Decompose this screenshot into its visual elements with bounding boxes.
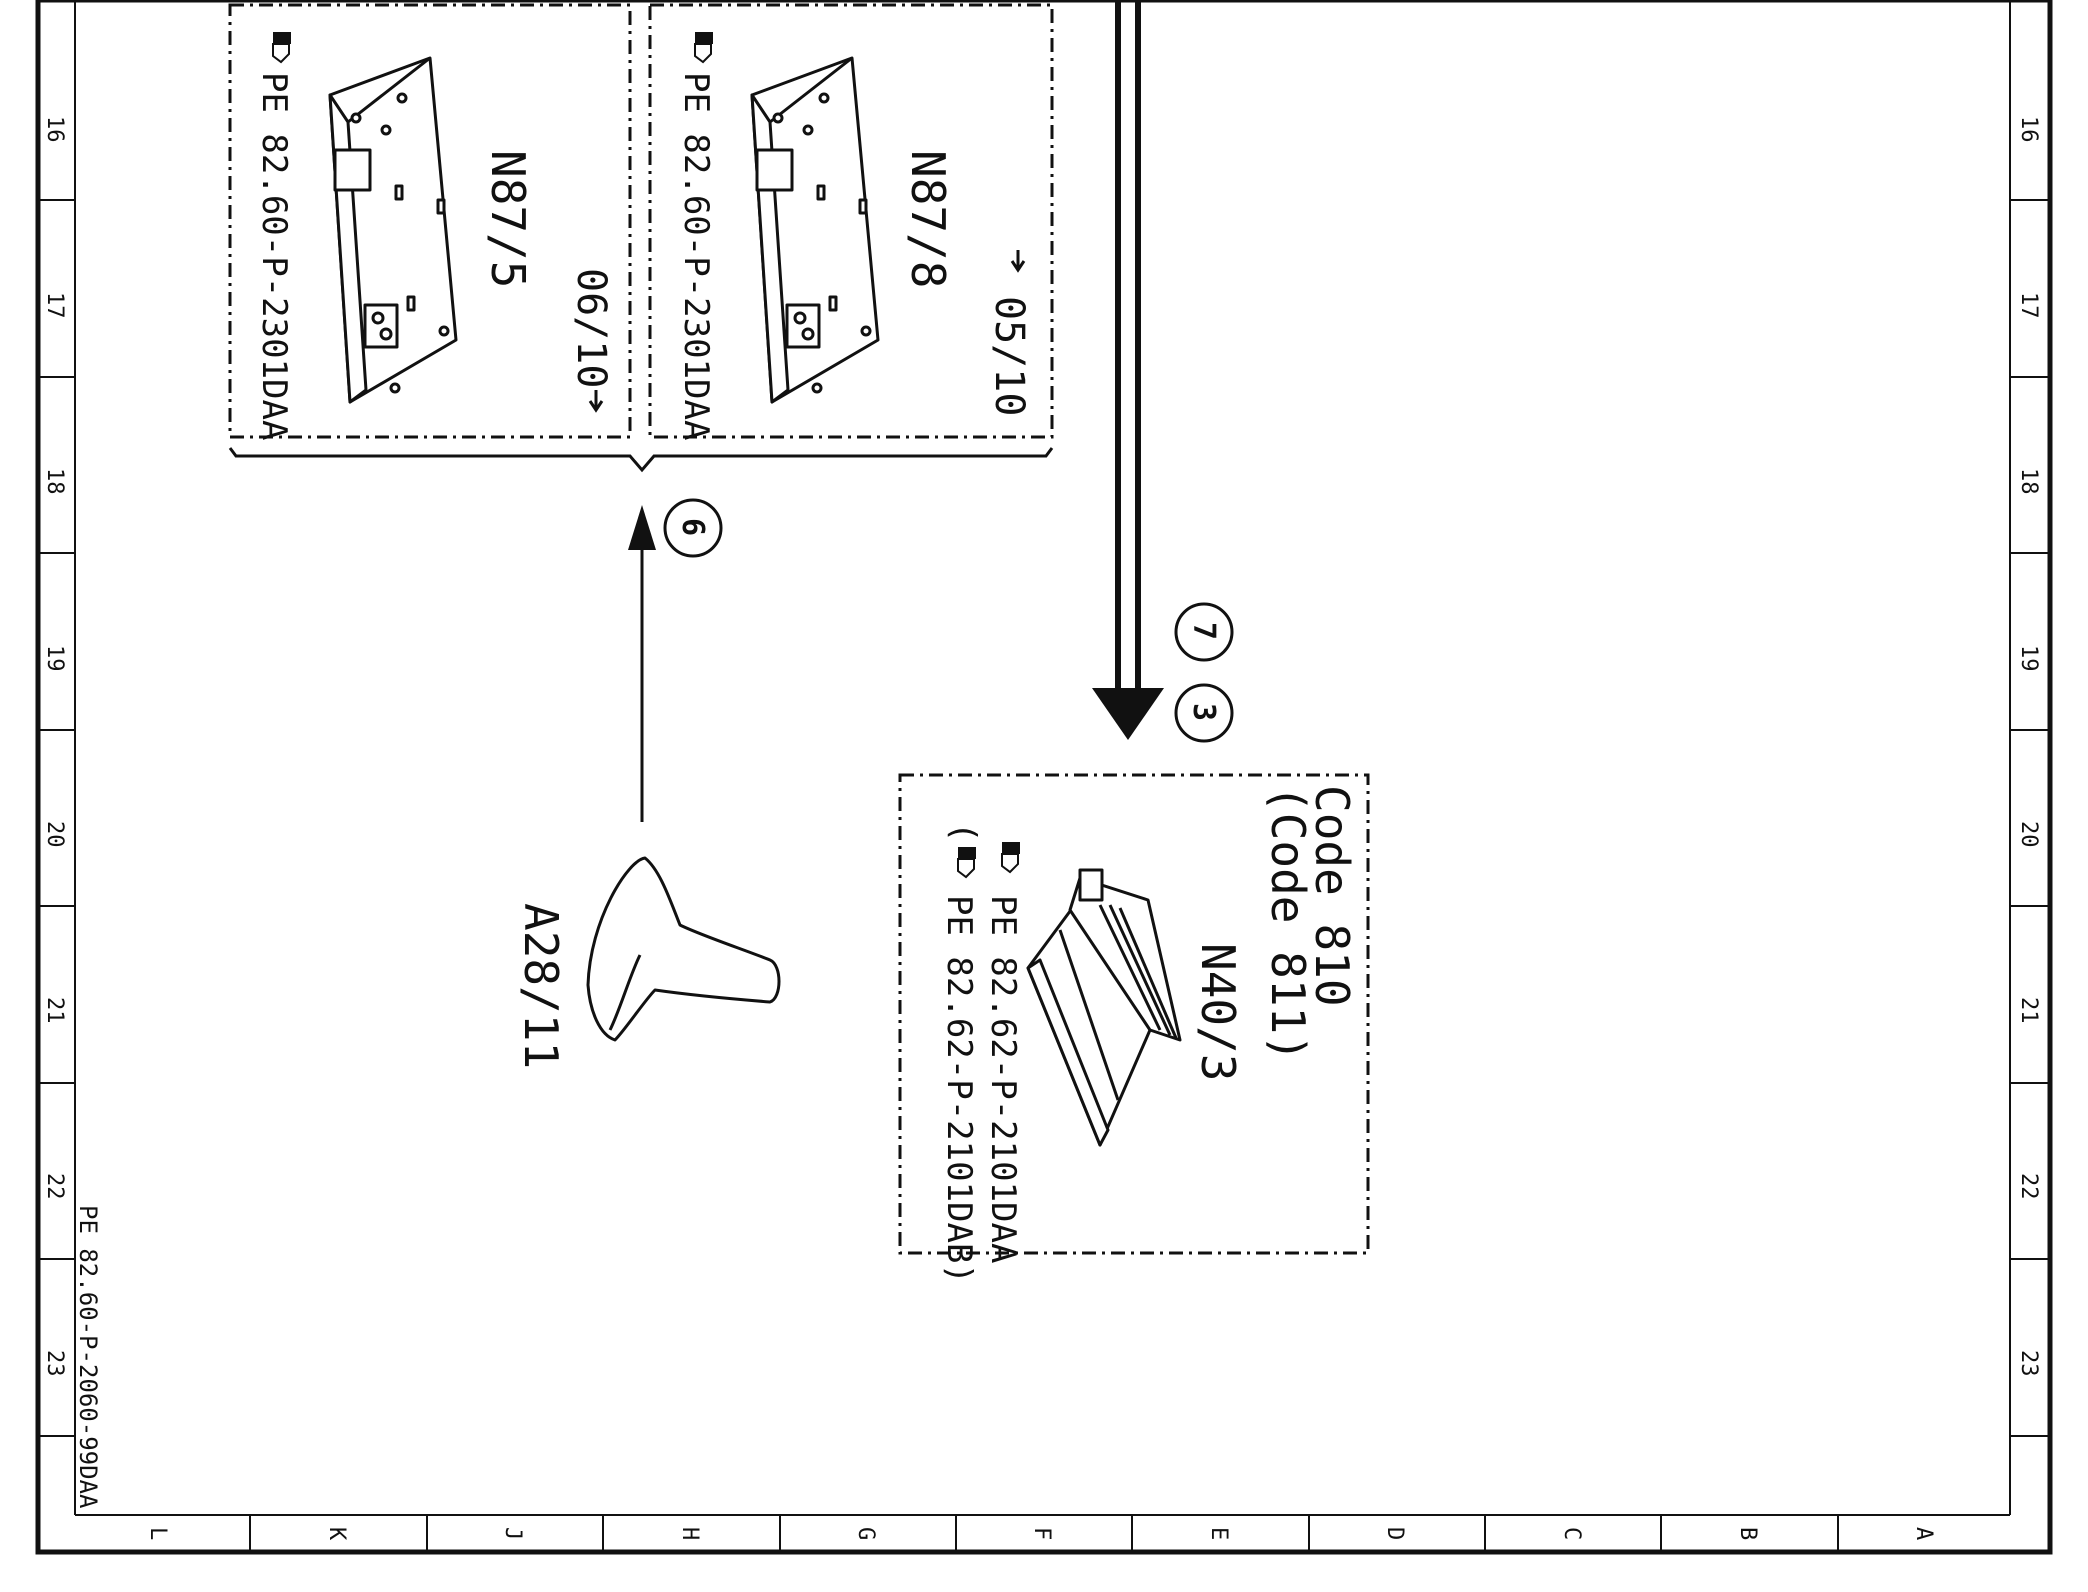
row-label: 18 bbox=[2016, 468, 2041, 495]
reference-icon bbox=[694, 32, 713, 64]
reference-n40-3-alternate: PE 82.62-P-2101DAB) bbox=[939, 895, 979, 1284]
row-label: 23 bbox=[42, 1350, 67, 1377]
column-label: H bbox=[677, 1527, 702, 1540]
column-label: F bbox=[1029, 1527, 1054, 1540]
group-brace bbox=[228, 447, 1054, 473]
arrow-down-icon bbox=[588, 390, 604, 413]
column-label: B bbox=[1735, 1527, 1760, 1540]
row-label: 17 bbox=[2016, 292, 2041, 319]
column-label: L bbox=[145, 1527, 170, 1540]
reference-icon bbox=[957, 847, 976, 879]
callout-3: 3 bbox=[1186, 703, 1221, 721]
label-n87-8: N87/8 bbox=[901, 150, 955, 288]
row-label: 19 bbox=[2016, 645, 2041, 672]
module-drawing-n87-8 bbox=[750, 56, 880, 404]
column-label: J bbox=[500, 1527, 525, 1540]
reference-icon bbox=[1001, 842, 1020, 874]
column-label: K bbox=[324, 1527, 349, 1541]
row-label: 17 bbox=[42, 292, 67, 319]
component-box-n87-8 bbox=[648, 3, 1054, 439]
column-label: A bbox=[1911, 1527, 1936, 1540]
row-label: 19 bbox=[42, 645, 67, 672]
column-label: D bbox=[1382, 1527, 1407, 1540]
label-a28-11: A28/11 bbox=[514, 903, 568, 1069]
row-labels-left: 16 17 18 19 20 21 22 23 bbox=[42, 116, 67, 1377]
antenna-drawing-a28-11 bbox=[586, 856, 781, 1042]
row-label: 16 bbox=[2016, 116, 2041, 143]
row-label: 20 bbox=[42, 821, 67, 848]
callout-circle-7 bbox=[1174, 602, 1234, 662]
code-line-1: Code 810 bbox=[1305, 785, 1359, 1007]
label-n87-5: N87/5 bbox=[481, 150, 535, 288]
callout-circle-3 bbox=[1174, 683, 1234, 743]
control-unit-drawing-n40-3 bbox=[1026, 868, 1182, 1147]
row-label: 23 bbox=[2016, 1350, 2041, 1377]
callout-circle-6 bbox=[663, 498, 723, 558]
row-label: 22 bbox=[42, 1173, 67, 1200]
reference-n87-5: PE 82.60-P-2301DAA bbox=[254, 72, 294, 440]
arrow-down-icon bbox=[1092, 688, 1164, 740]
column-labels: L K J H G F E D C B A bbox=[145, 1527, 1936, 1541]
reference-n87-8: PE 82.60-P-2301DAA bbox=[676, 72, 716, 440]
row-label: 20 bbox=[2016, 821, 2041, 848]
module-drawing-n87-5 bbox=[328, 56, 458, 404]
column-label: E bbox=[1206, 1527, 1231, 1540]
callout-7: 7 bbox=[1186, 622, 1221, 640]
row-label: 16 bbox=[42, 116, 67, 143]
arrow-up-icon bbox=[628, 505, 656, 550]
arrow-down-icon bbox=[1010, 250, 1026, 273]
row-ticks bbox=[38, 199, 2050, 1437]
reference-icon bbox=[272, 32, 291, 64]
reference-n40-3-primary: PE 82.62-P-2101DAA bbox=[983, 895, 1023, 1263]
callout-6: 6 bbox=[675, 518, 710, 536]
column-label: C bbox=[1559, 1527, 1584, 1540]
row-label: 21 bbox=[2016, 997, 2041, 1024]
reference-n40-3-paren: ( bbox=[943, 822, 983, 842]
component-box-n87-5 bbox=[228, 3, 632, 439]
row-label: 18 bbox=[42, 468, 67, 495]
component-box-n40-3 bbox=[898, 773, 1370, 1255]
sheet-frame bbox=[35, 0, 2053, 1555]
row-label: 21 bbox=[42, 997, 67, 1024]
row-label: 22 bbox=[2016, 1173, 2041, 1200]
row-labels-right: 16 17 18 19 20 21 22 23 bbox=[2016, 116, 2041, 1377]
cross-reference-n87-8: 05/10 bbox=[986, 296, 1032, 416]
label-n40-3: N40/3 bbox=[1191, 943, 1245, 1081]
cross-reference-n87-5: 06/10 bbox=[568, 268, 614, 388]
code-line-2: (Code 811) bbox=[1261, 785, 1315, 1062]
column-ticks bbox=[249, 1515, 1839, 1552]
column-label: G bbox=[853, 1527, 878, 1540]
document-number: PE 82.60-P-2060-99DAA bbox=[74, 1205, 102, 1509]
